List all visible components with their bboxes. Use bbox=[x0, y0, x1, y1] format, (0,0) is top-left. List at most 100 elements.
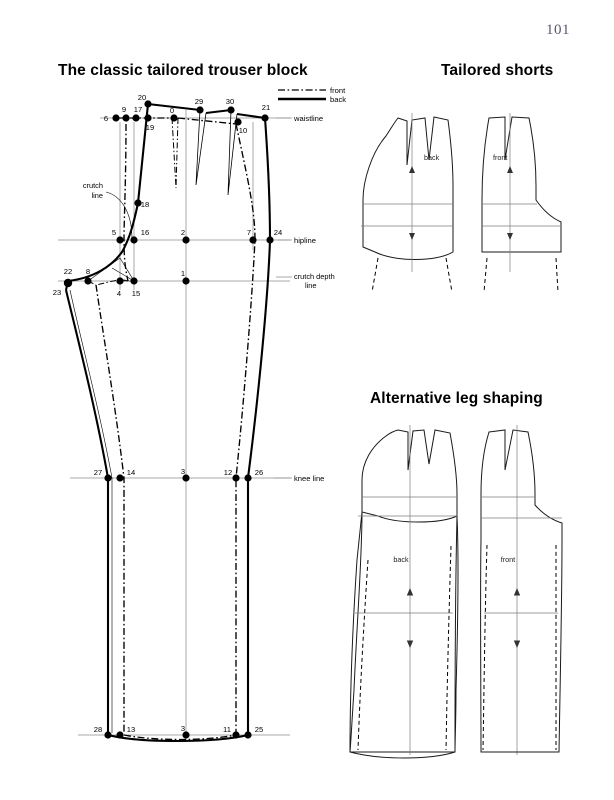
shorts-back-piece: back bbox=[361, 113, 454, 293]
leader-crutch-line bbox=[105, 191, 133, 239]
point-label-2: 2 bbox=[181, 228, 185, 237]
point-label-18: 17 bbox=[134, 105, 142, 114]
point-label-25: 24 bbox=[274, 228, 282, 237]
shorts-front-piece: front bbox=[481, 113, 562, 293]
alt-front-label: front bbox=[501, 555, 515, 564]
point-label-29: 27 bbox=[94, 468, 102, 477]
alt-back-taper-left bbox=[357, 559, 369, 751]
point-label-12: 11 bbox=[223, 725, 231, 734]
alt-front-grain-arrow-up bbox=[513, 588, 521, 596]
back-crutch-curve bbox=[67, 202, 140, 283]
point-dot-0 bbox=[170, 114, 178, 122]
back-alt-inside-leg-thin bbox=[69, 289, 113, 733]
point-label-0: 0 bbox=[170, 106, 174, 115]
point-dot-26 bbox=[244, 731, 252, 739]
alt-front-grain-arrow-down bbox=[513, 640, 521, 648]
shorts-back-grain-arrow-up bbox=[409, 166, 415, 173]
main-block-back-outline bbox=[64, 102, 272, 743]
point-label-21: 20 bbox=[138, 93, 146, 102]
point-dot-2 bbox=[182, 236, 190, 244]
shorts-front-grain-arrow-down bbox=[507, 233, 513, 240]
point-dot-22 bbox=[261, 114, 269, 122]
front-inside-leg bbox=[95, 284, 125, 733]
back-inside-leg bbox=[64, 289, 110, 735]
shorts-back-extension-left bbox=[371, 257, 379, 293]
back-dart-31 bbox=[227, 109, 238, 196]
point-label-26: 25 bbox=[255, 725, 263, 734]
label-knee-line: knee line bbox=[294, 474, 324, 483]
point-dot-6 bbox=[116, 236, 124, 244]
point-dot-30 bbox=[196, 106, 204, 114]
point-dot-11 bbox=[234, 118, 242, 126]
alt-back-grain-arrow-down bbox=[406, 640, 414, 648]
point-dot-9 bbox=[84, 277, 92, 285]
front-side-seam bbox=[235, 123, 256, 733]
point-label-22: 21 bbox=[262, 103, 270, 112]
legend: front back bbox=[278, 86, 346, 104]
section-title-alternative-leg-shaping: Alternative leg shaping bbox=[370, 390, 543, 407]
alt-front-piece: front bbox=[480, 425, 563, 755]
point-dot-1 bbox=[182, 277, 190, 285]
point-label-9: 8 bbox=[86, 267, 90, 276]
alt-front-outline bbox=[480, 429, 563, 753]
point-label-15: 14 bbox=[127, 468, 135, 477]
shorts-back-label: back bbox=[424, 153, 440, 162]
shorts-front-extension-left bbox=[483, 257, 488, 293]
alt-front-taper-left bbox=[482, 544, 488, 751]
fork-construction-diagonal bbox=[87, 257, 121, 282]
point-label-7: 6 bbox=[104, 114, 108, 123]
point-label-6: 5 bbox=[112, 228, 116, 237]
front-dart-right-leg bbox=[175, 117, 179, 189]
point-label-14: 13 bbox=[127, 725, 135, 734]
point-label-11: 10 bbox=[239, 126, 247, 135]
point-dot-7 bbox=[112, 114, 120, 122]
point-dot-20 bbox=[144, 114, 152, 122]
point-label-30: 29 bbox=[195, 97, 203, 106]
label-crutch-line-2: line bbox=[91, 191, 103, 200]
construction-point-numbers: 20 29 30 21 6 9 17 19 0 10 18 5 16 2 7 2… bbox=[53, 93, 282, 734]
legend-front-label: front bbox=[330, 86, 346, 95]
front-fork-curve bbox=[95, 279, 129, 286]
shorts-back-extension-right bbox=[445, 257, 453, 293]
point-label-20: 19 bbox=[146, 123, 154, 132]
point-dot-19 bbox=[134, 199, 142, 207]
front-dart-left-leg bbox=[171, 117, 177, 189]
point-label-28: 28 bbox=[94, 725, 102, 734]
point-dot-10 bbox=[122, 114, 130, 122]
alt-back-sideseam bbox=[454, 515, 459, 753]
front-waist-0-11 bbox=[177, 117, 237, 125]
alt-back-grain-arrow-up bbox=[406, 588, 414, 596]
point-label-27: 26 bbox=[255, 468, 263, 477]
point-label-1: 1 bbox=[181, 269, 185, 278]
point-dot-4 bbox=[182, 474, 190, 482]
shorts-front-grain-arrow-up bbox=[507, 166, 513, 173]
point-dot-27 bbox=[244, 474, 252, 482]
point-label-10: 9 bbox=[122, 105, 126, 114]
point-dot-18 bbox=[132, 114, 140, 122]
label-crutch-depth-line-1: crutch depth bbox=[294, 272, 335, 281]
point-dot-14 bbox=[116, 731, 124, 739]
point-label-5: 4 bbox=[117, 289, 121, 298]
alt-back-inseam bbox=[349, 511, 363, 753]
point-dot-8 bbox=[249, 236, 257, 244]
point-dot-29 bbox=[104, 474, 112, 482]
front-centre-front-line bbox=[123, 123, 129, 282]
point-label-19: 18 bbox=[141, 200, 149, 209]
alt-back-taper-right bbox=[445, 545, 452, 751]
shorts-front-label: front bbox=[493, 153, 507, 162]
point-dot-12 bbox=[232, 731, 240, 739]
point-dot-25 bbox=[266, 236, 274, 244]
guideline-labels: waistline hipline crutch depth line knee… bbox=[83, 114, 335, 483]
legend-back-label: back bbox=[330, 95, 346, 104]
alt-back-piece: back bbox=[349, 425, 459, 759]
front-hem bbox=[123, 734, 237, 741]
point-label-17: 16 bbox=[141, 228, 149, 237]
point-label-4: 3 bbox=[181, 467, 185, 476]
main-block-front-outline bbox=[87, 117, 256, 741]
point-dot-15 bbox=[116, 474, 124, 482]
back-waist-31-22 bbox=[236, 112, 266, 120]
shorts-front-outline bbox=[481, 116, 562, 253]
point-dot-17 bbox=[130, 236, 138, 244]
point-dot-16 bbox=[130, 277, 138, 285]
